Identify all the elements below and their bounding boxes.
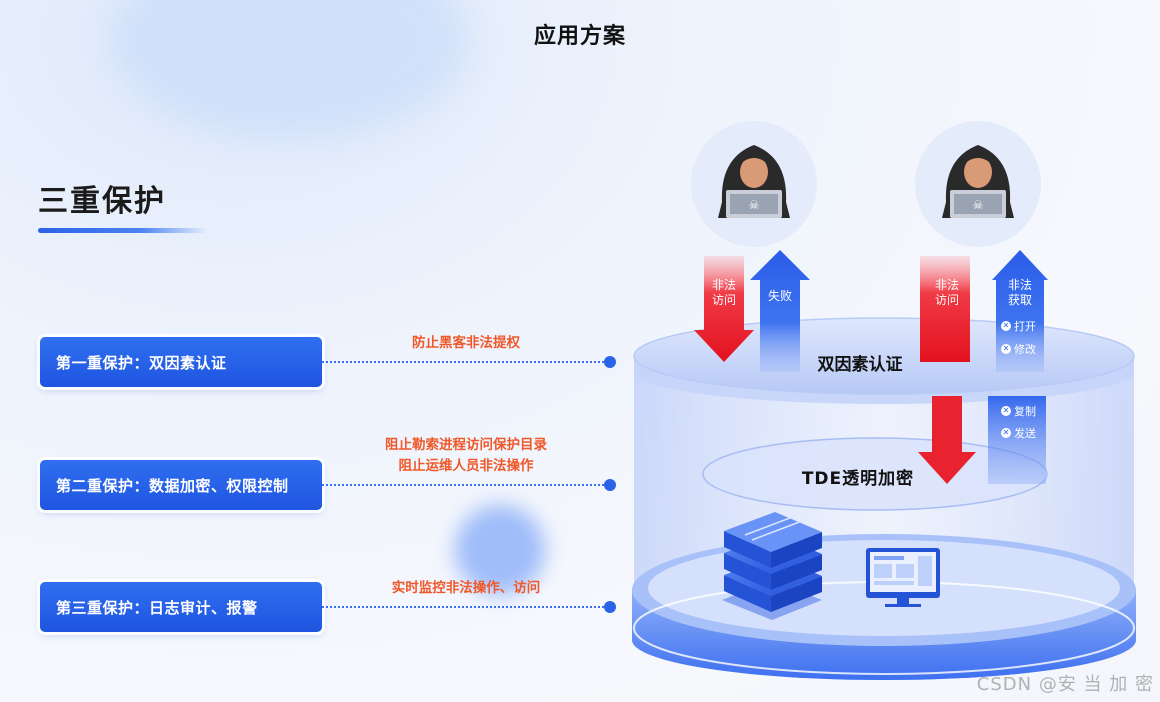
blocked-action-tag: ✕修改: [1001, 341, 1036, 357]
blocked-action-label: 复制: [1014, 405, 1036, 418]
arrow-label-line: 非法: [1007, 278, 1032, 292]
note-line: 防止黑客非法提权: [412, 335, 520, 351]
arrow-label-line: 非法: [711, 278, 736, 292]
blocked-action-label: 修改: [1014, 343, 1036, 356]
arrow-label-line: 访问: [934, 293, 959, 307]
blocked-action-tag: ✕发送: [1001, 425, 1036, 441]
top-disc-label: 双因素认证: [817, 355, 903, 375]
layer-3-box: 第三重保护：日志审计、报警: [40, 582, 322, 632]
right-illegal-get-arrow: [992, 250, 1048, 372]
layer-2-box: 第二重保护：数据加密、权限控制: [40, 460, 322, 510]
right-down-arrow-label: 非法 访问: [925, 278, 969, 308]
svg-text:☠: ☠: [749, 198, 760, 212]
hacker-icon-left: ☠: [691, 121, 817, 247]
left-down-arrow-label: 非法 访问: [705, 278, 743, 308]
blocked-action-label: 打开: [1014, 320, 1036, 333]
layer-3-note: 实时监控非法操作、访问: [366, 578, 566, 599]
arrow-label-line: 访问: [711, 293, 736, 307]
arrow-label-line: 获取: [1007, 293, 1032, 307]
left-fail-arrow: [750, 250, 810, 372]
connector-dot-3: [604, 601, 616, 613]
block-icon: ✕: [1001, 406, 1011, 416]
watermark: CSDN @安 当 加 密: [976, 674, 1154, 695]
connector-dot-1: [604, 356, 616, 368]
blocked-action-tag: ✕复制: [1001, 403, 1036, 419]
section-title: 三重保护: [38, 184, 166, 219]
right-illegal-get-arrow-lower: [988, 396, 1046, 484]
blocked-action-tag: ✕打开: [1001, 318, 1036, 334]
layer-1-note: 防止黑客非法提权: [366, 333, 566, 354]
monitor-icon: [866, 548, 940, 607]
mid-disc-label: TDE透明加密: [801, 469, 915, 489]
server-icon: [722, 512, 822, 620]
title-underline: [38, 228, 208, 233]
layer-1-box: 第一重保护：双因素认证: [40, 337, 322, 387]
blocked-action-label: 发送: [1014, 427, 1036, 440]
hacker-icon-right: ☠: [915, 121, 1041, 247]
svg-text:☠: ☠: [973, 198, 984, 212]
block-icon: ✕: [1001, 344, 1011, 354]
left-illegal-access-arrow: [694, 256, 754, 362]
connector-line-1: [322, 361, 608, 363]
note-line: 阻止运维人员非法操作: [398, 458, 534, 474]
note-line: 阻止勒索进程访问保护目录: [385, 437, 547, 453]
left-up-arrow-label: 失败: [767, 289, 792, 303]
right-up-arrow-label: 非法 获取: [998, 278, 1042, 308]
connector-line-2: [322, 484, 608, 486]
note-line: 实时监控非法操作、访问: [391, 580, 541, 596]
connector-line-3: [322, 606, 608, 608]
right-illegal-access-arrow: [920, 256, 970, 362]
background-glow: [455, 505, 545, 595]
page-title: 应用方案: [533, 24, 626, 49]
layer-2-note: 阻止勒索进程访问保护目录 阻止运维人员非法操作: [366, 435, 566, 477]
block-icon: ✕: [1001, 428, 1011, 438]
right-illegal-access-arrow-lower: [918, 396, 976, 484]
arrow-label-line: 非法: [934, 278, 959, 292]
block-icon: ✕: [1001, 321, 1011, 331]
connector-dot-2: [604, 479, 616, 491]
